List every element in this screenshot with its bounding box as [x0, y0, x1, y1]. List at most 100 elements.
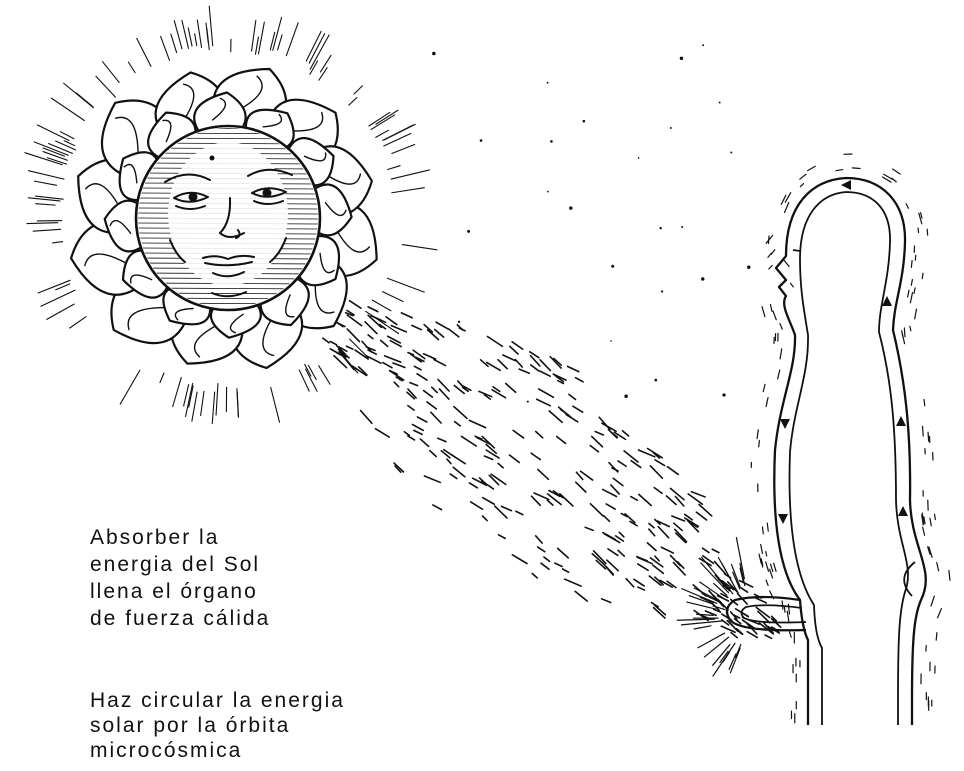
aura-dash	[928, 432, 929, 441]
energy-dash	[741, 588, 747, 592]
energy-dash	[410, 383, 418, 386]
energy-dash	[667, 467, 678, 475]
energy-dash	[487, 336, 502, 346]
speck	[638, 157, 640, 159]
caption-line: microcósmica	[90, 738, 345, 763]
sun-ray	[128, 62, 135, 72]
energy-dash	[567, 366, 578, 371]
energy-dash	[649, 529, 655, 536]
sun-ray	[173, 377, 182, 406]
sun	[71, 69, 377, 368]
aura-dash	[761, 545, 763, 554]
energy-dash	[538, 469, 549, 479]
energy-dash	[569, 394, 576, 399]
aura-dash	[911, 260, 912, 267]
energy-dash	[675, 529, 687, 541]
energy-dash	[438, 438, 446, 441]
organ-ray	[681, 621, 722, 625]
left-pupil	[189, 193, 198, 202]
speck	[547, 82, 549, 84]
aura-dash	[923, 426, 924, 436]
aura-dash	[767, 398, 768, 403]
energy-dash	[401, 313, 412, 318]
speck	[583, 120, 586, 123]
sun-ray	[319, 68, 327, 81]
aura-dash	[759, 441, 760, 447]
organ-ray	[730, 648, 740, 673]
energy-dash	[595, 432, 603, 435]
sun-ray	[372, 300, 391, 311]
sun-ray	[76, 93, 93, 107]
energy-dash	[558, 548, 569, 557]
organ-ray	[713, 643, 735, 676]
energy-dash	[433, 505, 442, 510]
energy-dash	[455, 422, 461, 426]
aura-dash	[914, 288, 915, 294]
energy-dash	[414, 366, 421, 370]
energy-dash	[531, 365, 539, 371]
aura-dash	[927, 229, 928, 235]
energy-dash	[462, 436, 477, 446]
energy-dash	[703, 548, 709, 552]
energy-dash	[347, 329, 359, 341]
speck	[681, 226, 683, 228]
body-outer-contour	[774, 178, 925, 725]
energy-dash	[412, 424, 423, 430]
sun-ray	[354, 86, 362, 94]
energy-dash	[547, 500, 553, 505]
sun-ray	[255, 37, 258, 54]
energy-dash	[740, 581, 753, 587]
energy-dash	[585, 527, 593, 530]
sun-ray	[192, 392, 197, 421]
energy-dash	[540, 371, 550, 376]
energy-dash	[637, 557, 647, 561]
energy-dash	[638, 564, 648, 570]
speck	[670, 127, 672, 129]
sun-ray	[309, 34, 324, 63]
aura-dash	[770, 305, 771, 312]
energy-dash	[365, 322, 377, 334]
energy-dash	[532, 574, 537, 578]
energy-dash	[498, 360, 507, 369]
sun-ray	[96, 76, 115, 97]
aura-dash	[766, 562, 769, 571]
aura-dash	[936, 633, 937, 640]
sun-ray	[319, 366, 330, 385]
energy-dash	[549, 411, 562, 422]
speck	[719, 102, 721, 104]
aura-dash	[766, 580, 768, 585]
aura-dash	[769, 266, 772, 269]
energy-dash	[576, 378, 583, 382]
profile-eye-mark	[793, 250, 800, 251]
speck	[458, 321, 460, 323]
aura-dash	[908, 290, 909, 297]
aura-dash	[790, 283, 793, 287]
energy-dash	[536, 536, 542, 543]
energy-dash	[672, 516, 685, 521]
aura-dash	[930, 518, 931, 526]
aura-dash	[910, 293, 912, 303]
sun-ray	[186, 383, 193, 416]
energy-dash	[408, 406, 414, 411]
energy-dash	[661, 547, 673, 553]
speck	[661, 290, 663, 292]
energy-dash	[638, 587, 645, 590]
energy-dash	[655, 460, 665, 466]
speck	[624, 395, 628, 399]
sun-ray	[383, 125, 413, 140]
speck	[569, 206, 572, 209]
speck	[701, 277, 704, 280]
energy-dash	[536, 431, 543, 437]
aura-dash	[789, 631, 791, 637]
energy-stream	[323, 301, 781, 639]
energy-dash	[451, 455, 465, 464]
energy-dash	[696, 512, 706, 520]
energy-dash	[417, 374, 427, 380]
circulation-arrow-down	[780, 419, 790, 429]
energy-dash	[590, 504, 603, 516]
aura-dash	[923, 527, 925, 535]
energy-dash	[376, 429, 390, 437]
energy-dash	[368, 307, 378, 312]
energy-dash	[434, 360, 446, 366]
